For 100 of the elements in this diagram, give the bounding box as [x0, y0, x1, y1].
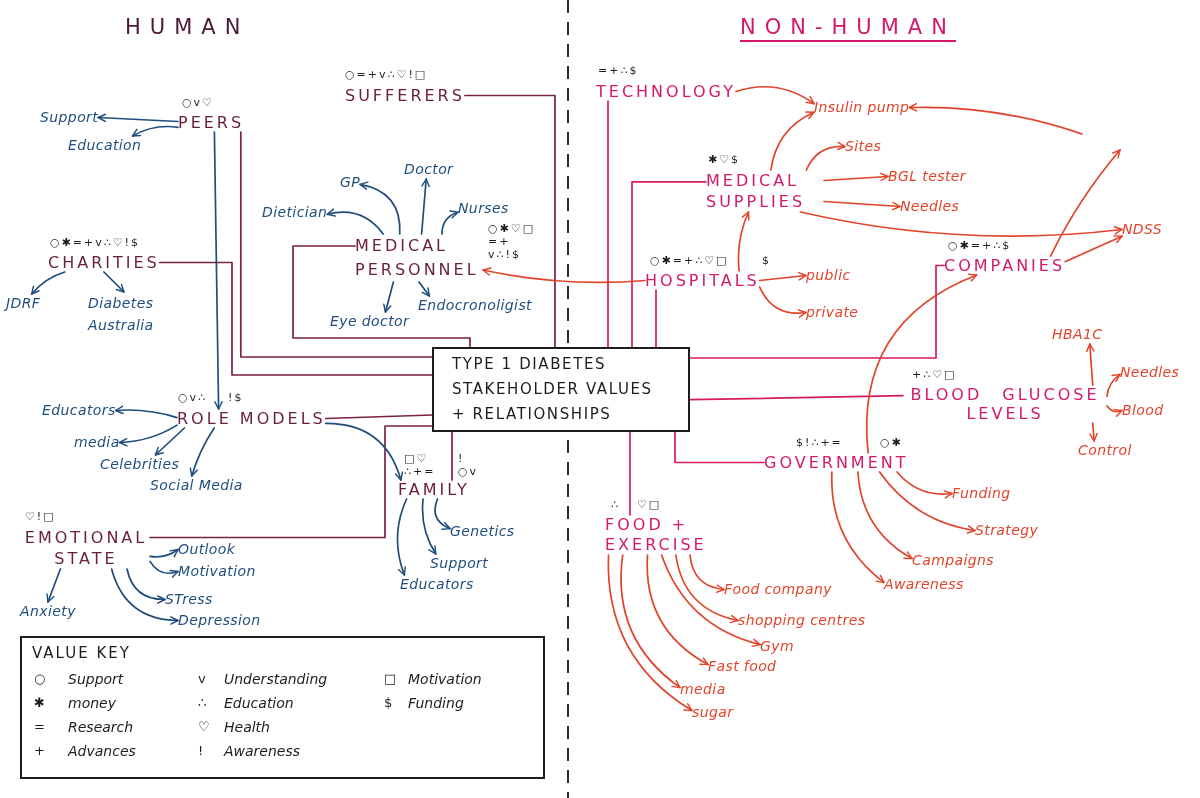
arrow — [896, 471, 953, 499]
item-label: media — [74, 433, 120, 452]
key-symbol: v — [198, 670, 206, 688]
arrow — [324, 422, 403, 481]
item-label: Endocronoligist — [418, 296, 532, 315]
item-label: Education — [68, 136, 142, 155]
arrow — [865, 273, 978, 454]
item-label: Sites — [845, 137, 882, 156]
item-label: STress — [165, 590, 213, 609]
key-symbol: ! — [198, 742, 204, 760]
key-label: Support — [68, 670, 124, 688]
item-label: Control — [1078, 441, 1132, 460]
arrow — [103, 271, 125, 293]
item-label: Insulin pump — [814, 98, 910, 117]
arrow — [770, 111, 815, 171]
key-symbol: ○ — [34, 670, 46, 688]
connector-line — [464, 94, 556, 348]
arrow — [441, 210, 459, 235]
arrow — [131, 125, 179, 137]
item-label: sugar — [692, 703, 734, 722]
arrow — [646, 554, 709, 666]
connector-line — [158, 261, 433, 376]
arrow — [735, 85, 815, 105]
value-symbols: ! ○v — [458, 452, 480, 478]
stakeholder-label: ROLE MODELS — [177, 409, 326, 428]
connector-line — [674, 431, 765, 464]
item-label: Support — [430, 554, 489, 573]
item-label: Gym — [760, 637, 794, 656]
key-label: Understanding — [224, 670, 328, 688]
stakeholder-label: EMOTIONAL STATE — [22, 527, 150, 569]
connector-line — [149, 425, 433, 539]
connector-line — [239, 131, 433, 358]
value-symbols: ♡!□ — [25, 510, 56, 523]
arrow — [118, 424, 178, 447]
key-symbol: + — [34, 742, 45, 760]
value-symbols: ∴ — [611, 498, 620, 511]
value-symbols: ○✱ — [880, 436, 903, 449]
stakeholder-label: FOOD + EXERCISE — [605, 515, 723, 555]
title-box — [432, 347, 690, 432]
key-heading: VALUE KEY — [32, 644, 131, 662]
value-symbols: ○=+v∴♡!□ — [345, 68, 428, 81]
key-label: Health — [224, 718, 270, 736]
item-label: Campaigns — [912, 551, 994, 570]
arrow — [660, 554, 761, 647]
arrow — [1089, 422, 1098, 442]
connector-line — [451, 431, 453, 481]
arrow — [30, 271, 66, 295]
item-label: Educators — [42, 401, 116, 420]
arrow — [97, 113, 179, 123]
stakeholder-label: COMPANIES — [944, 256, 1066, 275]
arrow — [326, 208, 385, 235]
section-heading: NON-HUMAN — [740, 14, 956, 41]
key-label: Awareness — [224, 742, 301, 760]
item-label: Funding — [952, 484, 1011, 503]
value-symbols: =+∴$ — [598, 64, 639, 77]
item-label: Educators — [400, 575, 474, 594]
connector-line — [324, 414, 433, 420]
item-label: public — [806, 266, 851, 285]
arrow — [908, 103, 1083, 135]
key-label: Motivation — [408, 670, 482, 688]
value-symbols: $ — [762, 254, 771, 267]
stakeholder-label: PEERS — [178, 113, 245, 132]
value-symbols: ♡□ — [637, 498, 662, 511]
value-symbols: ○✱♡□ =+ v∴!$ — [488, 222, 537, 261]
item-label: Fast food — [708, 657, 777, 676]
item-label: Awareness — [884, 575, 964, 594]
title-text: TYPE 1 DIABETES STAKEHOLDER VALUES + RELATIONSHIPS — [452, 354, 654, 425]
arrow — [737, 211, 750, 272]
key-symbol: = — [34, 718, 45, 736]
key-symbol: ∴ — [198, 694, 207, 712]
arrow — [154, 427, 186, 456]
arrow — [421, 498, 437, 555]
key-symbol: ♡ — [198, 718, 210, 736]
item-label: Dietician — [262, 203, 328, 222]
arrow — [359, 181, 401, 235]
arrow — [1049, 149, 1121, 257]
arrow — [149, 548, 179, 558]
connector-line — [631, 180, 707, 348]
item-label: Anxiety — [20, 602, 76, 621]
arrow — [1106, 373, 1121, 398]
item-label: Diabetes Australia — [88, 292, 168, 336]
arrow — [149, 560, 179, 578]
key-symbol: □ — [384, 670, 397, 688]
key-label: Education — [224, 694, 294, 712]
value-symbols: !$ — [228, 391, 244, 404]
item-label: media — [680, 680, 726, 699]
item-label: Nurses — [458, 199, 509, 218]
arrow — [434, 498, 451, 530]
item-label: Depression — [178, 611, 261, 630]
item-label: HBA1C — [1052, 325, 1103, 344]
arrow — [213, 131, 223, 410]
value-symbols: ✱♡$ — [708, 153, 741, 166]
item-label: Blood — [1122, 401, 1164, 420]
value-symbols: ○✱=+v∴♡!$ — [50, 236, 141, 249]
item-label: Celebrities — [100, 455, 180, 474]
item-label: NDSS — [1122, 220, 1163, 239]
arrow — [114, 405, 178, 419]
item-label: Motivation — [178, 562, 256, 581]
key-symbol: ✱ — [34, 694, 45, 712]
value-symbols: ○✱=+∴♡□ — [650, 254, 729, 267]
